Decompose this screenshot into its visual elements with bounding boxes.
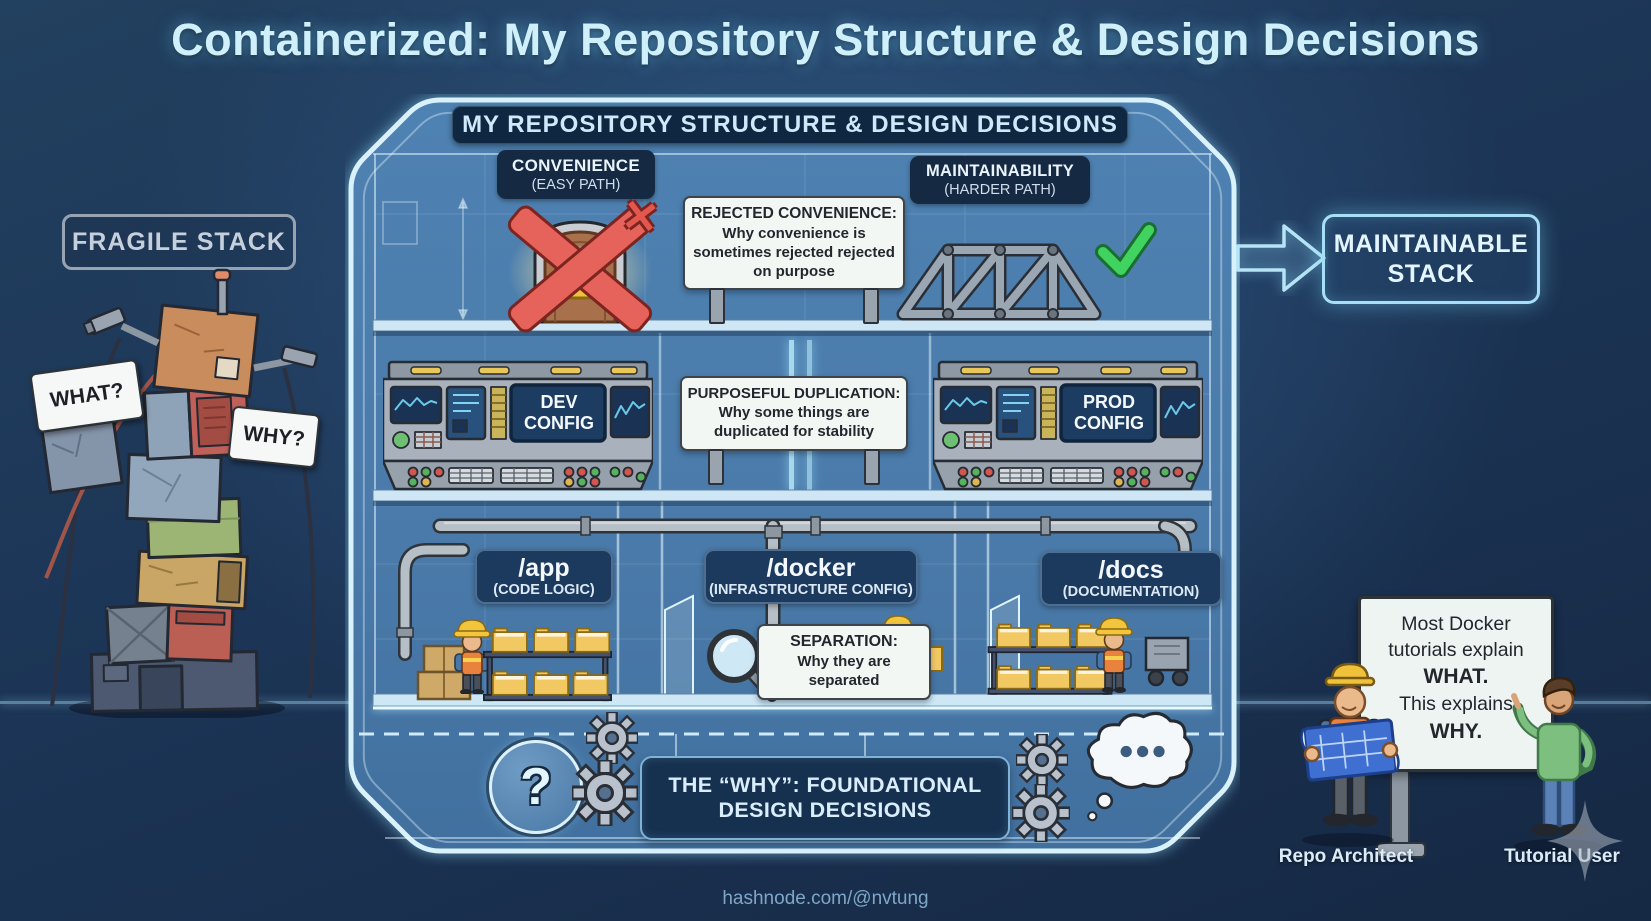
purposeful-duplication-sign: PURPOSEFUL DUPLICATION: Why some things … [680,376,908,485]
page-title: Containerized: My Repository Structure &… [171,14,1480,65]
cart-icon [1144,636,1190,687]
folder-shelf-app [483,627,613,702]
separation-sign: SEPARATION: Why they are separated [757,624,931,700]
green-check-icon [1095,222,1157,278]
gear-icon [1016,734,1068,786]
truss-bridge-icon [896,243,1102,321]
speech-part1: Most Docker tutorials explain [1388,613,1524,662]
separation-sign-title: SEPARATION: [790,633,898,650]
container-header-banner: MY REPOSITORY STRUCTURE & DESIGN DECISIO… [452,106,1128,144]
docker-subtitle: (INFRASTRUCTURE CONFIG) [709,582,913,599]
worker-docs-icon [1095,617,1133,694]
why-banner-line2: DESIGN DECISIONS [718,798,932,822]
docs-directory-label: /docs (DOCUMENTATION) [1040,551,1222,607]
question-circle: ? [489,740,583,834]
why-bubble: WHY? [227,405,321,469]
why-bubble-text: WHY? [242,421,306,452]
container-header-text: MY REPOSITORY STRUCTURE & DESIGN DECISIO… [462,111,1118,138]
rejected-sign-body: Why convenience is sometimes rejected re… [693,225,895,280]
arrow-right-icon [1236,224,1326,292]
convenience-title: CONVENIENCE [512,156,640,175]
docker-title: /docker [766,554,856,582]
speech-part2: This explains [1399,693,1513,716]
maintainability-label: MAINTAINABILITY (HARDER PATH) [910,156,1090,204]
why-banner: THE “WHY”: FOUNDATIONAL DESIGN DECISIONS [640,756,1010,840]
gear-icon [586,712,638,764]
architect-label: Repo Architect [1246,846,1446,868]
fragile-stack-text: FRAGILE STACK [72,227,286,256]
maintainable-stack-label: MAINTAINABLE STACK [1322,214,1540,304]
small-red-x-icon: ✕ [618,190,663,245]
app-directory-label: /app (CODE LOGIC) [475,549,613,605]
watermark-text: hashnode.com/@nvtung [722,888,929,909]
tutorial-user-character [1511,676,1602,853]
speech-bold1: WHAT. [1423,665,1489,689]
sparkle-icon [1547,800,1623,882]
fragile-stack-label: FRAGILE STACK [62,214,296,270]
speech-bold2: WHY. [1429,719,1483,743]
rejected-sign-title: REJECTED CONVENIENCE: [691,205,897,222]
docs-title: /docs [1098,556,1164,584]
watermark-url: hashnode.com/@nvtung [0,888,1651,910]
maintainability-subtitle: (HARDER PATH) [944,182,1056,198]
gear-icon [1012,784,1070,842]
app-title: /app [518,554,570,582]
duplication-sign-title: PURPOSEFUL DUPLICATION: [687,385,901,402]
fragile-stack-illustration [40,268,319,718]
board-pole-base [1376,842,1426,858]
docs-subtitle: (DOCUMENTATION) [1062,584,1200,601]
separation-sign-body: Why they are separated [797,653,891,689]
architect-label-text: Repo Architect [1278,846,1414,867]
maintainable-stack-text: MAINTAINABLE STACK [1333,230,1529,288]
convenience-subtitle: (EASY PATH) [531,177,621,193]
maintainability-title: MAINTAINABILITY [925,162,1075,180]
why-banner-line1: THE “WHY”: FOUNDATIONAL [668,773,982,797]
duplication-sign-body: Why some things are duplicated for stabi… [713,404,875,440]
repo-architect-character [1300,662,1400,847]
thought-bubble-icon [1086,711,1193,822]
prod-config-screen: PROD CONFIG [1074,392,1144,433]
docker-directory-label: /docker (INFRASTRUCTURE CONFIG) [704,549,918,605]
convenience-label: CONVENIENCE (EASY PATH) [497,150,655,199]
dev-config-screen: DEV CONFIG [524,392,594,433]
rejected-convenience-sign: REJECTED CONVENIENCE: Why convenience is… [683,196,905,325]
question-mark-icon: ? [520,758,552,816]
app-subtitle: (CODE LOGIC) [493,582,595,599]
what-bubble-text: WHAT? [48,378,126,413]
gear-icon [572,760,638,826]
